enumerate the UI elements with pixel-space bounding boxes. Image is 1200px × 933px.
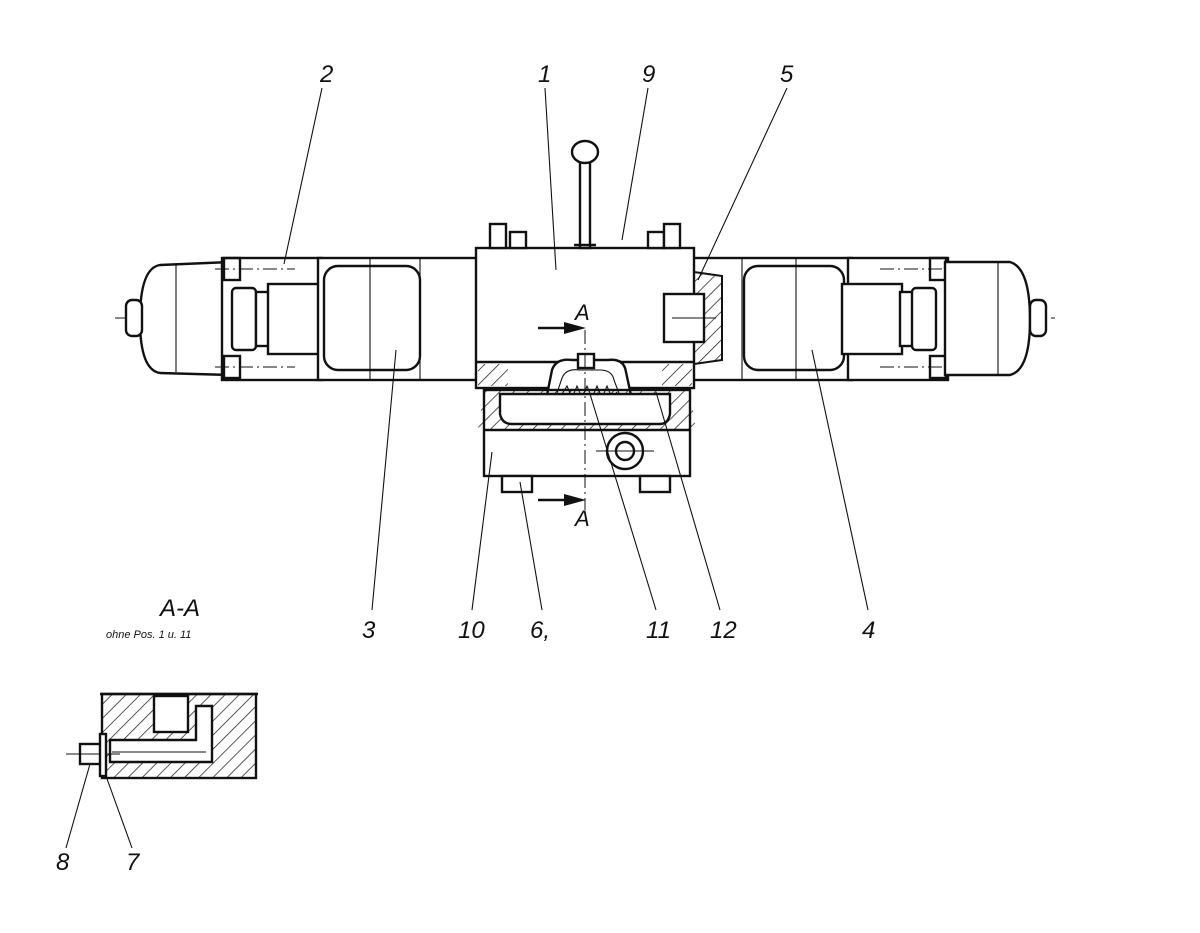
label-pos-1: 1 <box>538 61 551 88</box>
valve-body: A <box>474 139 723 390</box>
label-pos-2: 2 <box>319 61 333 88</box>
label-pos-5: 5 <box>780 61 794 88</box>
label-pos-6: 6, <box>530 617 550 644</box>
section-arrow-label-top: A <box>573 300 590 325</box>
label-pos-9: 9 <box>642 61 655 88</box>
leader-pos-7 <box>105 775 133 849</box>
label-pos-8: 8 <box>56 849 70 876</box>
label-pos-4: 4 <box>862 617 875 644</box>
leader-pos-8 <box>65 763 91 849</box>
section-note: ohne Pos. 1 u. 11 <box>106 629 191 641</box>
section-view-a-a <box>66 692 258 780</box>
section-title: A-A <box>158 595 200 622</box>
label-pos-3: 3 <box>362 617 376 644</box>
leader-lines <box>283 87 869 611</box>
left-solenoid <box>124 256 480 382</box>
label-pos-7: 7 <box>126 849 141 876</box>
sub-plate: A <box>478 330 696 531</box>
label-pos-11: 11 <box>646 617 671 644</box>
label-pos-10: 10 <box>458 617 485 644</box>
right-solenoid <box>690 256 1048 382</box>
section-arrow-label-bottom: A <box>573 506 590 531</box>
label-pos-12: 12 <box>710 617 737 644</box>
